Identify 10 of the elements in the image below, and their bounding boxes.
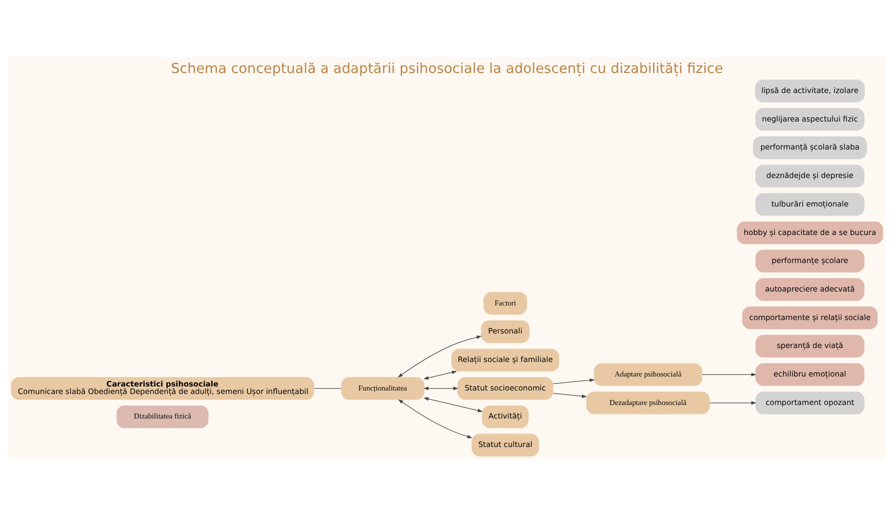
arrow: [424, 396, 483, 412]
arrow: [398, 335, 482, 377]
diagram-title: Schema conceptuală a adaptării psihosociale la adolescenți cu dizabilități fizice: [170, 60, 724, 77]
arrow: [702, 372, 756, 376]
arrow: [424, 370, 458, 380]
arrow: [552, 392, 587, 398]
arrow: [398, 398, 472, 438]
arrow: [423, 386, 458, 390]
arrow: [710, 400, 756, 404]
arrow: [552, 378, 595, 384]
